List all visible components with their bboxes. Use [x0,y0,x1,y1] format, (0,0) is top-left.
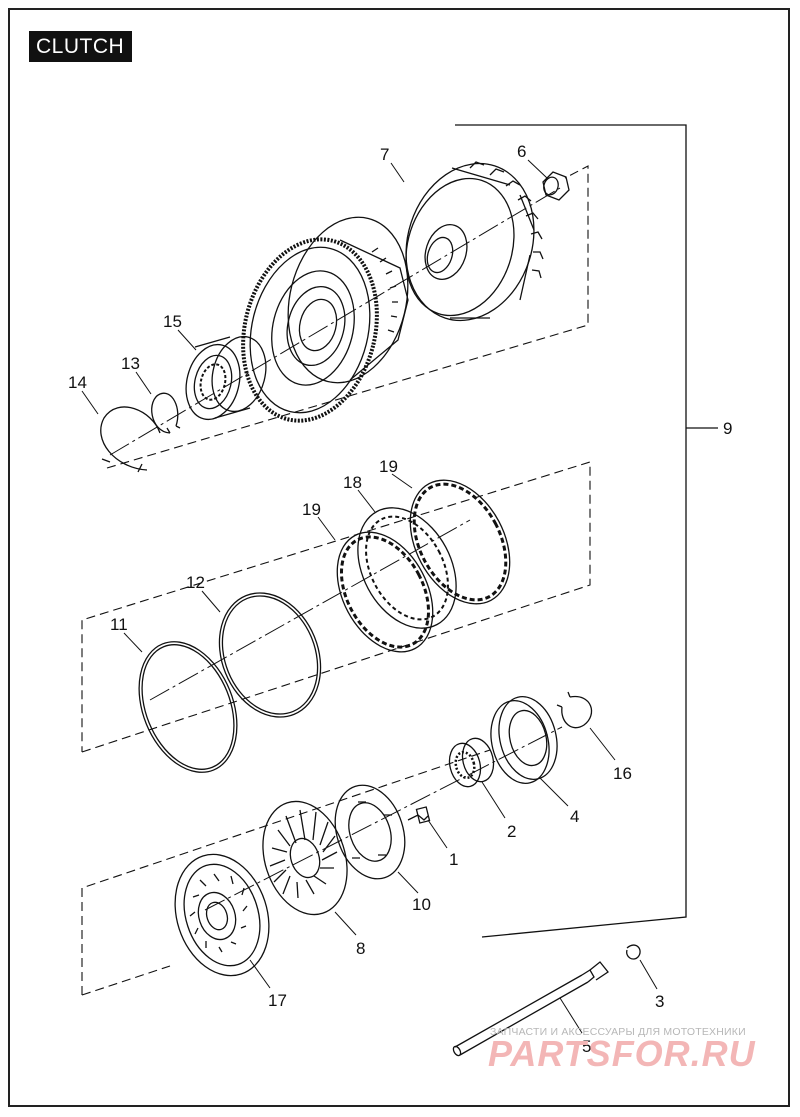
leader-6 [527,159,548,179]
leader-18 [357,489,376,513]
leader-11 [123,632,143,653]
dashed-group-upper [106,165,589,469]
screw-1 [407,806,431,824]
callout-10: 10 [412,895,431,914]
leader-7 [390,162,405,183]
bearing-2 [448,737,495,788]
clip-3 [626,944,641,960]
leader-13 [135,371,152,395]
callout-2: 2 [507,822,516,841]
bearing-15 [185,335,267,421]
leader-15 [177,329,197,351]
callout-11: 11 [110,615,128,634]
steel-plate-18 [357,507,457,629]
axis-lower [204,726,563,911]
leader-16 [589,727,616,761]
pressure-plate-10 [334,784,406,880]
leader-19b [391,473,413,489]
callout-14: 14 [68,373,87,392]
snap-ring-13 [151,392,181,434]
callout-8: 8 [356,939,365,958]
leader-12 [201,590,221,613]
callout-19b: 19 [379,457,398,476]
leader-4 [539,777,569,807]
leader-5 [559,997,583,1034]
push-rod-5 [452,961,609,1057]
leader-2 [481,781,506,819]
callout-9: 9 [723,419,732,438]
leader-8 [334,911,357,936]
friction-plate-19a [336,531,434,653]
callout-16: 16 [613,764,632,783]
leader-1 [427,819,448,849]
clutch-basket-gear [241,216,409,423]
callout-19a: 19 [302,500,321,519]
callout-18: 18 [343,473,362,492]
callout-1: 1 [449,850,458,869]
callout-7: 7 [380,145,389,164]
callout-3: 3 [655,992,664,1011]
o-ring-11-inner [141,644,235,770]
diaphragm-spring-8 [262,800,348,916]
page-title: CLUTCH [29,31,133,62]
o-ring-12 [218,592,322,718]
callout-5: 5 [582,1037,591,1056]
retaining-ring-14 [100,406,161,473]
friction-plate-19b [409,479,511,605]
dashed-group-lower-bottom [81,965,171,996]
watermark-logo: PARTSFOR.RU [488,1033,756,1074]
axis-upper [109,187,561,456]
callout-15: 15 [163,312,182,331]
leader-14 [81,390,99,415]
dashed-group-middle [81,461,591,753]
callout-13: 13 [121,354,140,373]
retainer-4 [490,696,558,784]
leader-10 [397,871,419,894]
page-border [8,8,790,1107]
dashed-group-lower [81,749,491,995]
clutch-hub-7 [405,161,544,322]
callout-4: 4 [570,807,579,826]
leader-17 [249,959,271,989]
o-ring-11 [138,641,238,773]
callout-6: 6 [517,142,526,161]
leader-19a [317,516,336,541]
ring-16 [556,691,593,729]
callout-17: 17 [268,991,287,1010]
leader-3 [639,959,658,990]
o-ring-12-inner [221,595,319,715]
assembly-bracket [455,124,687,938]
spring-plate-17 [174,853,270,977]
callout-12: 12 [186,573,205,592]
nut-6 [542,171,570,201]
watermark-caption: ЗАПЧАСТИ И АКСЕССУАРЫ ДЛЯ МОТОТЕХНИКИ [490,1026,746,1038]
axis-middle [149,519,471,701]
